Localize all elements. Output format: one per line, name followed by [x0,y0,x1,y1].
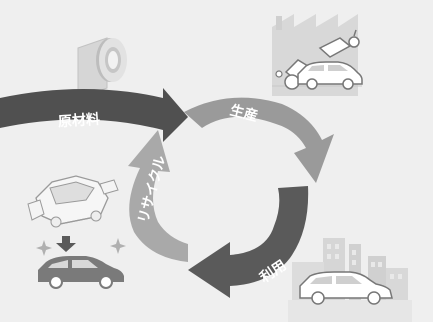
use-arrow [188,186,309,298]
material-label: 原材料 [57,111,100,131]
car-disassembly-icon [27,175,126,289]
factory-robot-icon [272,14,363,96]
tape-roll-icon [77,37,127,99]
recycle-arrow [128,130,188,262]
material-arrow [0,88,188,142]
city-car-icon [288,238,412,322]
production-arrow [184,97,334,183]
production-label: 生産 [228,102,259,125]
